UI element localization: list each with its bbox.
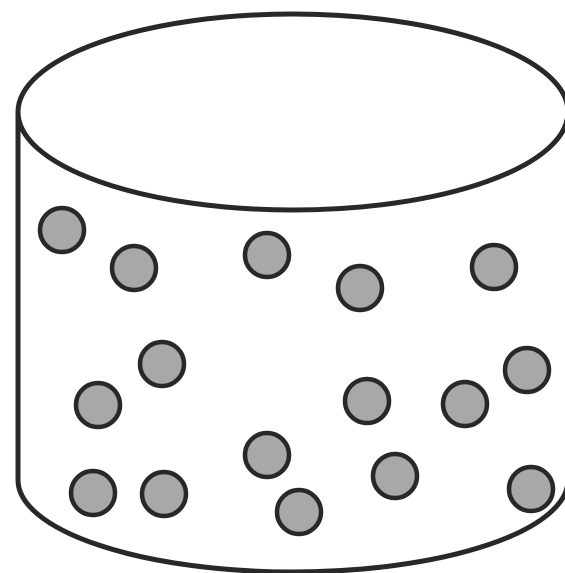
particle xyxy=(472,245,516,289)
particle xyxy=(338,266,382,310)
particle xyxy=(140,342,184,386)
particles xyxy=(40,208,553,534)
particle xyxy=(112,246,156,290)
particle xyxy=(443,382,487,426)
particle xyxy=(71,471,115,515)
particle xyxy=(142,472,186,516)
particle xyxy=(345,379,389,423)
particle xyxy=(373,454,417,498)
cylinder-top-ellipse xyxy=(18,14,565,210)
particle xyxy=(245,233,289,277)
particle xyxy=(509,467,553,511)
particle xyxy=(76,383,120,427)
particle xyxy=(505,348,549,392)
particle xyxy=(277,490,321,534)
particle xyxy=(245,433,289,477)
particle xyxy=(40,208,84,252)
